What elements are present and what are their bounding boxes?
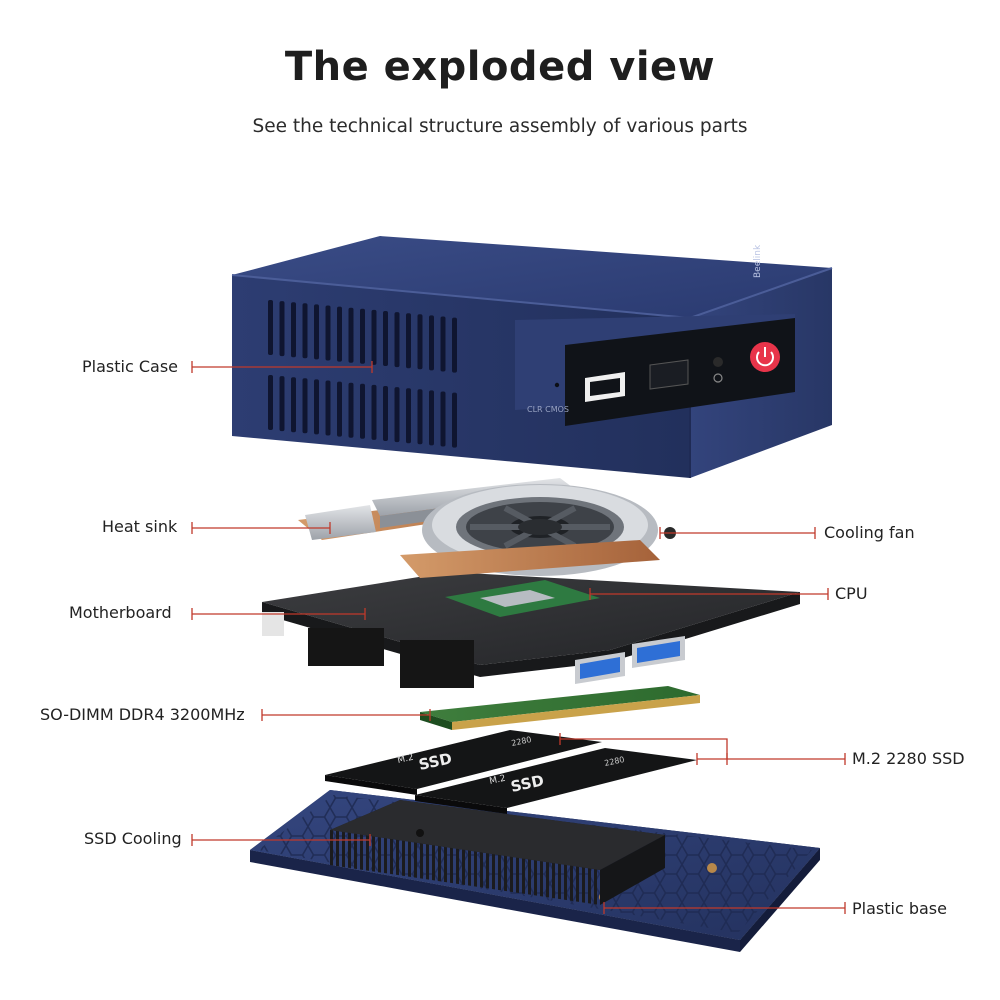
vent-slot — [314, 379, 319, 435]
vent-slot — [394, 312, 400, 368]
label-motherboard: Motherboard — [69, 603, 172, 622]
vent-slot — [360, 383, 365, 439]
ssd-size-label: 2280 — [604, 755, 626, 768]
label-cpu: CPU — [835, 584, 868, 603]
vent-slot — [325, 380, 331, 436]
vent-slot — [383, 386, 388, 441]
label-m2-ssd: M.2 2280 SSD — [852, 749, 965, 768]
vent-slot — [429, 315, 434, 371]
label-so-dimm: SO-DIMM DDR4 3200MHz — [40, 705, 245, 724]
cpu-chip — [445, 580, 600, 617]
usb-ports — [575, 636, 685, 684]
label-plastic-case: Plastic Case — [82, 357, 178, 376]
ssd-cooling-block — [330, 800, 665, 905]
vent-slot — [452, 392, 457, 448]
case-logo: Beelink — [753, 244, 763, 278]
vent-slots — [268, 300, 457, 448]
vent-slot — [440, 391, 446, 447]
m2-ssd-upper: M.2 SSD 2280 — [325, 730, 602, 795]
label-plastic-base: Plastic base — [852, 899, 947, 918]
vent-slot — [337, 381, 342, 437]
vent-slot — [406, 388, 411, 444]
label-heat-sink: Heat sink — [102, 517, 178, 536]
motherboard-board — [262, 572, 800, 688]
vent-slot — [417, 389, 423, 445]
heatsink-fan-assembly — [298, 478, 676, 578]
vent-slot — [406, 313, 411, 369]
page-subtitle: See the technical structure assembly of … — [252, 116, 748, 137]
plastic-case-body: CLR CMOS Beelink — [231, 236, 833, 478]
label-cooling-fan: Cooling fan — [824, 523, 915, 542]
ssd-size-label: 2280 — [511, 735, 533, 748]
ssd-form-label: M.2 — [397, 753, 415, 766]
m2-ssd-lower: M.2 SSD 2280 — [415, 748, 697, 814]
leader-line — [560, 738, 845, 760]
vent-slot — [452, 317, 457, 373]
vent-slot — [268, 300, 273, 355]
vent-slot — [279, 301, 285, 357]
page-title: The exploded view — [284, 44, 716, 90]
vent-slot — [291, 302, 296, 358]
vent-slot — [371, 309, 377, 365]
vent-slot — [417, 314, 423, 370]
leader-lines — [191, 361, 846, 914]
label-ssd-cooling: SSD Cooling — [84, 829, 182, 848]
vent-slot — [429, 390, 434, 446]
vent-slot — [440, 316, 446, 372]
vent-slot — [348, 307, 354, 363]
vent-slot — [383, 311, 388, 366]
vent-slot — [279, 376, 285, 432]
vent-slot — [371, 384, 377, 440]
vent-slot — [337, 306, 342, 362]
vent-slot — [394, 387, 400, 443]
vent-slot — [291, 377, 296, 433]
vent-slot — [302, 303, 308, 359]
vent-slot — [268, 375, 273, 430]
vent-slot — [314, 304, 319, 360]
vent-slot — [360, 308, 365, 364]
vent-slot — [348, 382, 354, 438]
vent-slot — [302, 378, 308, 434]
ssd-form-label: M.2 — [489, 774, 507, 787]
clr-cmos-label: CLR CMOS — [527, 405, 569, 414]
vent-slot — [325, 305, 331, 361]
